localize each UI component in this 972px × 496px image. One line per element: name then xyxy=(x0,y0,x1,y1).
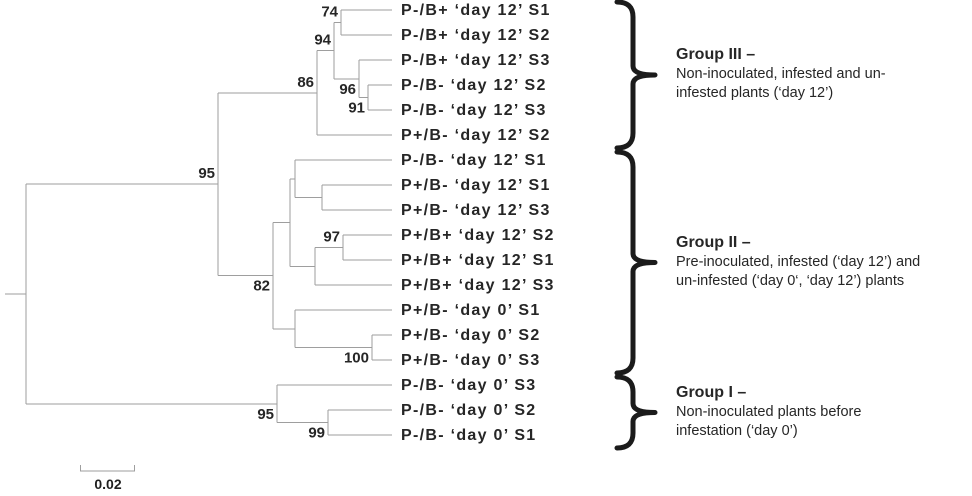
scale-bar-value: 0.02 xyxy=(94,476,121,492)
leaf-label: P-/B- ‘day 0’ S1 xyxy=(401,427,537,444)
bootstrap-value: 95 xyxy=(198,165,215,182)
leaf-label: P-/B+ ‘day 12’ S3 xyxy=(401,52,551,69)
leaf-label: P+/B- ‘day 0’ S1 xyxy=(401,302,541,319)
group-brace xyxy=(614,374,658,451)
leaf-label: P+/B- ‘day 0’ S2 xyxy=(401,327,541,344)
group-annotation-ii: Group II – Pre-inoculated, infested (‘da… xyxy=(676,233,972,291)
leaf-label: P+/B- ‘day 0’ S3 xyxy=(401,352,541,369)
group-title: Group II – xyxy=(676,233,751,251)
leaf-label: P+/B+ ‘day 12’ S1 xyxy=(401,252,555,269)
group-brace xyxy=(614,0,658,151)
scale-bar: 0.02 xyxy=(80,465,135,492)
leaf-label: P+/B- ‘day 12’ S3 xyxy=(401,202,551,219)
group-title: Group III – xyxy=(676,46,756,63)
bootstrap-value: 91 xyxy=(348,100,365,117)
leaf-label: P-/B- ‘day 12’ S1 xyxy=(401,152,547,169)
leaf-label: P+/B+ ‘day 12’ S3 xyxy=(401,277,555,294)
bootstrap-value: 74 xyxy=(321,4,338,21)
bootstrap-value: 100 xyxy=(344,350,369,367)
leaf-label: P-/B- ‘day 12’ S2 xyxy=(401,77,547,94)
leaf-label: P+/B+ ‘day 12’ S2 xyxy=(401,227,555,244)
leaf-label: P-/B- ‘day 0’ S2 xyxy=(401,402,537,419)
group-annotation-iii: Group III – Non-inoculated, infested and… xyxy=(676,45,972,103)
tree-layer: P-/B+ ‘day 12’ S1 P-/B+ ‘day 12’ S2 74P-/B… xyxy=(5,0,658,451)
bootstrap-value: 95 xyxy=(257,406,274,423)
group-desc-line: Non-inoculated plants before xyxy=(676,403,862,420)
bootstrap-value: 82 xyxy=(253,278,270,295)
bootstrap-value: 99 xyxy=(308,425,325,442)
group-desc-line: infestation (‘day 0’) xyxy=(676,422,798,439)
leaf-label: P-/B+ ‘day 12’ S2 xyxy=(401,27,551,44)
group-desc-line: infested plants (‘day 12’) xyxy=(676,85,834,101)
leaf-label: P-/B- ‘day 0’ S3 xyxy=(401,377,537,394)
leaf-label: P+/B- ‘day 12’ S2 xyxy=(401,127,551,144)
leaf-label: P-/B- ‘day 12’ S3 xyxy=(401,102,547,119)
group-desc-line: un-infested (‘day 0‘, ‘day 12’) plants xyxy=(676,272,905,289)
group-desc-line: Pre-inoculated, infested (‘day 12’) and xyxy=(676,253,921,270)
bootstrap-value: 96 xyxy=(339,81,356,98)
group-title: Group I – xyxy=(676,383,747,401)
leaf-label: P-/B+ ‘day 12’ S1 xyxy=(401,2,551,19)
group-annotation-i: Group I – Non-inoculated plants before i… xyxy=(676,383,972,441)
bootstrap-value: 86 xyxy=(297,74,314,91)
leaf-label: P+/B- ‘day 12’ S1 xyxy=(401,177,551,194)
bootstrap-value: 97 xyxy=(323,229,340,246)
group-desc-line: Non-inoculated, infested and un- xyxy=(676,66,886,82)
bootstrap-value: 94 xyxy=(314,32,331,49)
group-brace xyxy=(614,149,658,376)
